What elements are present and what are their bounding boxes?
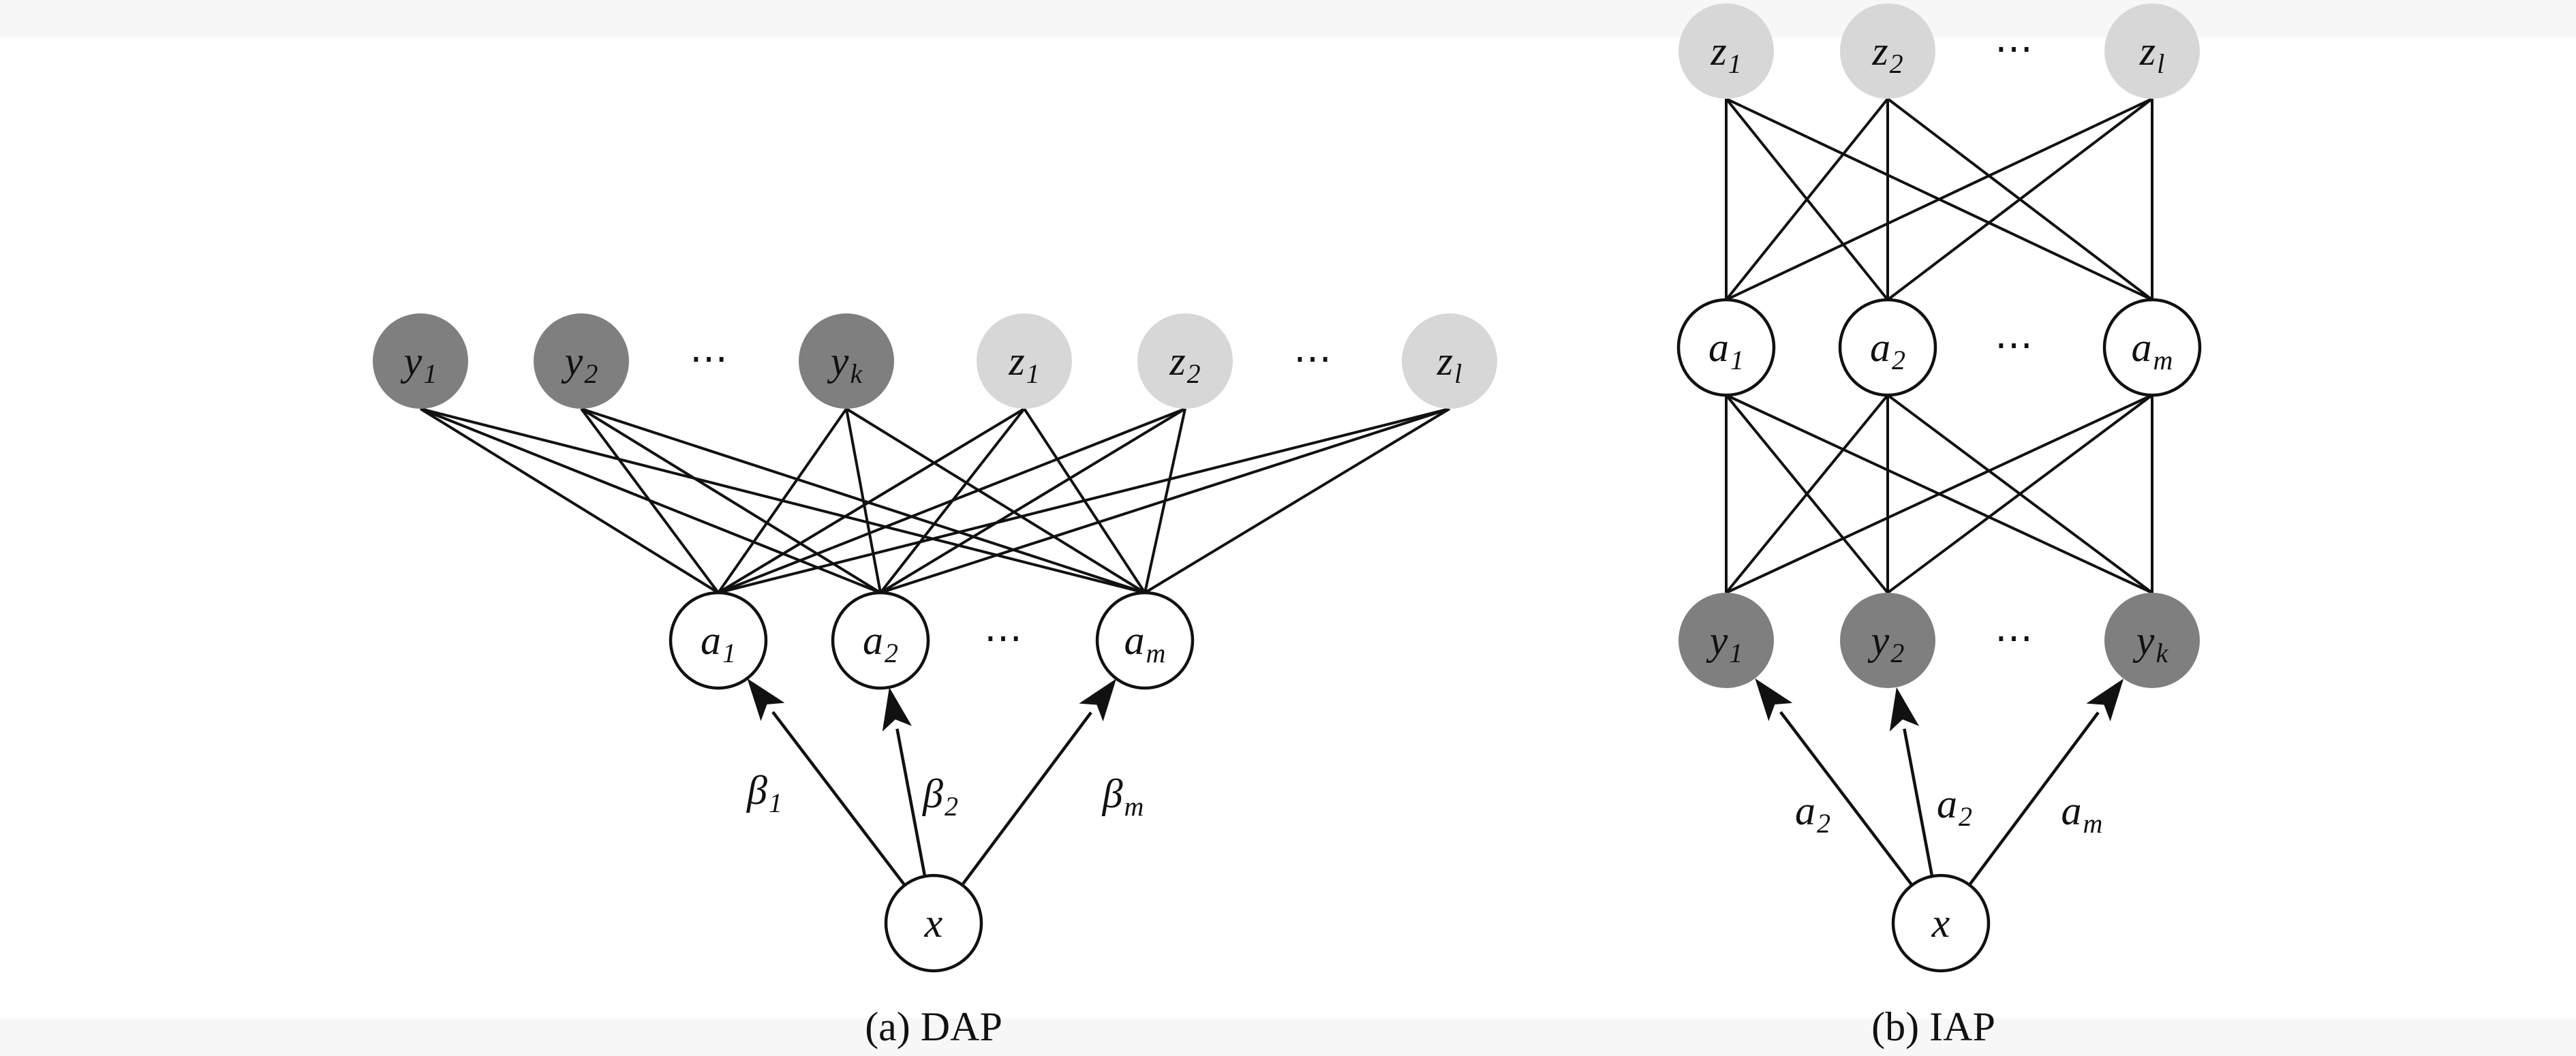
dap-node-y2-label: y2 (561, 339, 598, 389)
iap-edge-label-1: a2 (1795, 788, 1830, 839)
dap-node-a3: am (1095, 591, 1195, 690)
dap-edge-top1-a1 (580, 407, 882, 594)
dap-node-a1: a1 (669, 591, 768, 690)
dap-node-x-label: x (924, 901, 943, 946)
dap-node-y1: y1 (373, 313, 468, 409)
figure-panel (0, 37, 2576, 1019)
dap-node-z1-label: z1 (1008, 339, 1039, 389)
dap-node-y3-label: yk (827, 339, 863, 389)
iap-node-z3: zl (2104, 3, 2200, 99)
dap-node-z2: z2 (1137, 313, 1233, 409)
iap-node-x: x (1891, 873, 1991, 973)
iap-node-a2-label: a2 (1870, 325, 1905, 375)
dap-arrow-3 (961, 679, 1117, 886)
dap-edge-top2-a0 (717, 407, 848, 594)
iap-node-y1-label: y1 (1706, 618, 1743, 668)
iap-node-z1: z1 (1678, 3, 1774, 99)
dap-node-a3-label: am (1124, 618, 1166, 668)
dap-edge-top5-a2 (1144, 407, 1451, 594)
dap-node-z3: zl (1402, 313, 1497, 409)
dap-edge-top2-a1 (845, 408, 882, 593)
iap-node-a1-label: a1 (1708, 325, 1744, 375)
dap-edge-top5-a0 (718, 407, 1450, 594)
iap-edge-z2-a1 (1886, 97, 2153, 301)
dap-node-z3-label: zl (1437, 339, 1462, 389)
iap-node-y2-label: y2 (1867, 618, 1905, 668)
iap-node-y3: yk (2104, 593, 2200, 688)
iap-node-a3: am (2102, 298, 2202, 397)
iap-node-y3-label: yk (2132, 618, 2169, 668)
dap-node-x: x (884, 873, 983, 973)
iap-edge-z1-a0 (1725, 97, 1889, 301)
iap-ellipsis-y: ⋯ (1995, 617, 2033, 659)
dap-arrow-2 (882, 687, 927, 877)
iap-node-z2: z2 (1840, 3, 1935, 99)
dap-node-y3: yk (799, 313, 894, 409)
dap-ellipsis-a: ⋯ (984, 617, 1022, 659)
dap-node-y1-label: y1 (400, 339, 438, 389)
iap-edge-a2-y0 (1726, 394, 2153, 594)
dap-edge-label-2: β2 (922, 771, 958, 822)
dap-ellipsis-y: ⋯ (690, 338, 728, 380)
iap-node-y2: y2 (1840, 593, 1935, 688)
dap-edge-top5-a1 (880, 407, 1450, 594)
iap-edge-z2-a0 (1726, 97, 2153, 301)
dap-edge-top4-a0 (718, 407, 1186, 594)
dap-edge-top1-a0 (580, 407, 720, 594)
dap-diagram: y1 y2 yk z1 z2 zl a1 a2 am x ⋯ ⋯ ⋯ β1 β2 βm (373, 313, 1497, 973)
dap-node-a2-label: a2 (863, 618, 898, 668)
dap-edge-top2-a2 (845, 407, 1146, 594)
iap-node-z3-label: zl (2139, 29, 2164, 79)
iap-ellipsis-z: ⋯ (1995, 28, 2033, 70)
dap-node-y2: y2 (534, 313, 629, 409)
iap-edge-a2-y1 (1886, 394, 2153, 594)
iap-diagram: z1 z2 zl a1 a2 am y1 y2 yk x ⋯ ⋯ ⋯ a2 a2 am (1676, 3, 2202, 973)
iap-node-y1: y1 (1678, 593, 1774, 688)
iap-ellipsis-a: ⋯ (1995, 324, 2033, 367)
dap-edge-top0-a0 (419, 407, 720, 594)
iap-caption: (b) IAP (1871, 1004, 1995, 1049)
dap-ellipsis-z: ⋯ (1293, 338, 1332, 380)
dap-arrow-1 (747, 678, 906, 886)
iap-node-a3-label: am (2132, 325, 2173, 375)
iap-arrow-1 (1755, 678, 1914, 886)
iap-node-z2-label: z2 (1871, 29, 1903, 79)
dap-edge-label-1: β1 (746, 768, 782, 818)
dap-node-a2: a2 (831, 591, 930, 690)
iap-arrow-2 (1889, 687, 1934, 877)
iap-node-z1-label: z1 (1710, 29, 1741, 79)
iap-arrow-3 (1968, 679, 2124, 886)
dap-edge-label-3: βm (1102, 771, 1144, 822)
iap-edge-a1-y0 (1725, 394, 1889, 594)
iap-edge-label-3: am (2061, 788, 2103, 839)
dap-node-a1-label: a1 (701, 618, 736, 668)
dap-node-z1: z1 (977, 313, 1072, 409)
iap-edge-label-2: a2 (1937, 781, 1972, 832)
dap-edge-top4-a1 (879, 407, 1186, 594)
dap-caption: (a) DAP (865, 1004, 1002, 1049)
dap-edge-top3-a0 (717, 407, 1026, 594)
iap-node-x-label: x (1931, 901, 1950, 946)
dap-node-z2-label: z2 (1169, 339, 1200, 389)
iap-node-a2: a2 (1838, 298, 1937, 397)
iap-node-a1: a1 (1676, 298, 1776, 397)
